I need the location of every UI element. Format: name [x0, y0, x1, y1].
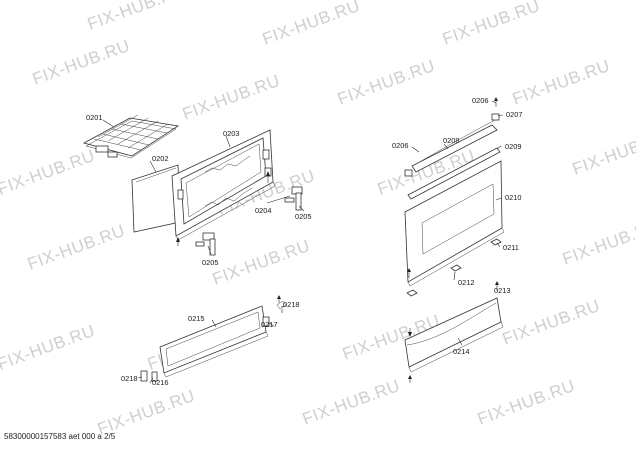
watermark: FIX-HUB.RU	[0, 321, 97, 374]
hinge-part	[266, 171, 303, 211]
inner-door-frame-part	[171, 129, 276, 241]
part-label: 0215	[188, 314, 204, 323]
part-label: 0218	[121, 374, 137, 383]
clip-part	[406, 238, 502, 297]
part-label: 0206	[472, 96, 488, 105]
watermark: FIX-HUB.RU	[85, 0, 188, 34]
handle-bar-part	[404, 113, 500, 177]
part-label: 0205	[295, 212, 311, 221]
part-label: 0212	[458, 278, 474, 287]
part-label: 0209	[505, 142, 521, 151]
watermark: FIX-HUB.RU	[510, 56, 613, 109]
part-label: 0210	[505, 193, 521, 202]
watermark: FIX-HUB.RU	[180, 71, 283, 124]
part-label: 0204	[255, 206, 271, 215]
trim-strip-part	[407, 147, 501, 200]
watermark: FIX-HUB.RU	[25, 221, 128, 274]
watermark-layer: FIX-HUB.RU FIX-HUB.RU FIX-HUB.RU FIX-HUB…	[0, 0, 636, 439]
part-label: 0202	[152, 154, 168, 163]
drawer-front-group: 0214	[404, 297, 504, 383]
bracket-part	[140, 295, 287, 382]
document-id-footer: 58300000157583 aet 000 a 2/5	[4, 432, 116, 441]
part-label: 0214	[453, 347, 469, 356]
part-label: 0206	[392, 141, 408, 150]
wire-shelf-part	[82, 114, 180, 159]
watermark: FIX-HUB.RU	[440, 0, 543, 49]
outer-door-group: 0206 0206 0207 0208 0209 0210 0211 0212 …	[392, 96, 522, 297]
watermark: FIX-HUB.RU	[475, 376, 578, 429]
part-label: 0208	[443, 136, 459, 145]
inner-door-group: 0201 0202 0203 0204 0205 0205	[82, 113, 311, 267]
watermark: FIX-HUB.RU	[560, 216, 636, 269]
part-label: 0201	[86, 113, 102, 122]
watermark: FIX-HUB.RU	[95, 386, 198, 439]
part-label: 0216	[152, 378, 168, 387]
watermark: FIX-HUB.RU	[0, 146, 97, 199]
outer-glass-door-part	[404, 160, 505, 287]
part-label: 0203	[223, 129, 239, 138]
part-label: 0211	[503, 243, 519, 252]
hinge-part	[176, 232, 216, 256]
part-label: 0218	[283, 300, 299, 309]
watermark: FIX-HUB.RU	[570, 126, 636, 179]
watermark: FIX-HUB.RU	[260, 0, 363, 49]
watermark: FIX-HUB.RU	[30, 36, 133, 89]
part-label: 0213	[494, 286, 510, 295]
arrow-marker	[408, 328, 412, 383]
watermark: FIX-HUB.RU	[335, 56, 438, 109]
watermark: FIX-HUB.RU	[500, 296, 603, 349]
arrow-marker	[407, 97, 499, 291]
watermark: FIX-HUB.RU	[210, 236, 313, 289]
drawer-panel-group: 0215 0216 0217 0218 0218	[121, 295, 299, 387]
watermark: FIX-HUB.RU	[300, 376, 403, 429]
part-label: 0205	[202, 258, 218, 267]
part-label: 0207	[506, 110, 522, 119]
part-label: 0217	[261, 320, 277, 329]
glass-panel-part	[131, 164, 181, 233]
